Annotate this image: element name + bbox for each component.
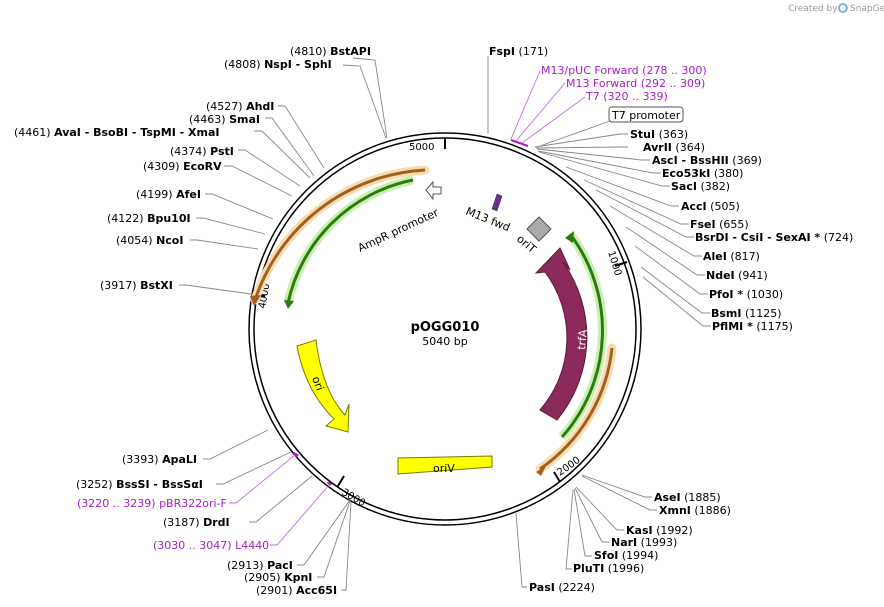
site-label: (4461) AvaI - BsoBI - TspMI - XmaI bbox=[14, 126, 220, 139]
orit-shape bbox=[526, 216, 552, 242]
trfa-label: trfA bbox=[575, 328, 590, 350]
site-label: (3187) DrdI bbox=[163, 516, 230, 529]
green-halo-left bbox=[283, 175, 414, 304]
site-label: AleI (817) bbox=[703, 250, 760, 263]
plasmid-name: pOGG010 bbox=[411, 320, 480, 335]
connector-lines bbox=[179, 56, 711, 591]
m13-fwd-label: M13 fwd bbox=[464, 205, 512, 235]
ori-arrow bbox=[296, 339, 350, 433]
site-label: (4054) NcoI bbox=[116, 234, 183, 247]
tick-label-5000: 5000 bbox=[409, 142, 434, 153]
site-label: AccI (505) bbox=[681, 200, 740, 213]
site-label: (4199) AfeI bbox=[136, 188, 201, 201]
site-label: AseI (1885) bbox=[654, 491, 721, 504]
primer-mark-pbr bbox=[292, 451, 299, 458]
site-label: (4374) PstI bbox=[170, 145, 234, 158]
m13-fwd-arrow bbox=[491, 193, 503, 212]
oriv-shape bbox=[397, 455, 493, 475]
ampr-region: AmpR promoter bbox=[250, 165, 442, 309]
site-label: (2913) PacI bbox=[227, 559, 293, 572]
site-label: NdeI (941) bbox=[706, 269, 768, 282]
site-label: NarI (1993) bbox=[611, 536, 677, 549]
site-label: (4527) AhdI bbox=[206, 100, 274, 113]
ampr-arc bbox=[253, 168, 426, 301]
site-label: (4309) EcoRV bbox=[143, 160, 222, 173]
green-arrowhead-left bbox=[284, 300, 294, 309]
credit-text: Created by bbox=[788, 4, 838, 14]
green-arc-left bbox=[286, 178, 414, 304]
site-label: FseI (655) bbox=[690, 218, 749, 231]
site-labels-left: (4810) BstAPI (4808) NspI - SphI (4527) … bbox=[14, 45, 371, 597]
tick-3000 bbox=[337, 475, 345, 487]
site-label: SfoI (1994) bbox=[594, 549, 658, 562]
tick-2000 bbox=[553, 471, 561, 483]
primer-label: (3220 .. 3239) pBR322ori-F bbox=[77, 497, 227, 510]
site-label: AvrII (364) bbox=[643, 141, 705, 154]
bottom-features: oriV ori bbox=[296, 339, 493, 475]
site-label: BsmI (1125) bbox=[711, 307, 782, 320]
site-label: (2901) Acc65I bbox=[256, 584, 337, 597]
primer-label: (3030 .. 3047) L4440 bbox=[153, 539, 269, 552]
site-label: Eco53kI (380) bbox=[662, 167, 743, 180]
backbone-outer bbox=[248, 132, 642, 526]
ampr-arrowhead bbox=[250, 295, 261, 306]
trfa-arrow bbox=[534, 247, 588, 421]
site-label: (4122) Bpu10I bbox=[107, 212, 191, 225]
site-label: SacI (382) bbox=[671, 180, 730, 193]
site-label: (4463) SmaI bbox=[189, 113, 260, 126]
orange-arc-right bbox=[539, 347, 614, 471]
t7-promoter-box bbox=[608, 106, 684, 123]
site-label: (4810) BstAPI bbox=[290, 45, 371, 58]
ampr-promoter-label: AmpR promoter bbox=[356, 206, 441, 255]
tick-1000 bbox=[614, 261, 628, 267]
credit-brand: SnapGene bbox=[850, 4, 884, 14]
site-label: PasI (2224) bbox=[529, 581, 595, 594]
primer-mark-top bbox=[510, 139, 529, 147]
ori-label: ori bbox=[309, 375, 326, 393]
site-label: PluTI (1996) bbox=[573, 562, 644, 575]
site-label: StuI (363) bbox=[630, 128, 688, 141]
site-label: (2905) KpnI bbox=[244, 571, 312, 584]
primer-marks bbox=[292, 139, 529, 487]
t7-promoter-label: T7 promoter bbox=[611, 109, 681, 122]
plasmid-length: 5040 bp bbox=[422, 335, 467, 348]
green-arc-right bbox=[560, 233, 604, 438]
site-label: BsrDI - CsiI - SexAI * (724) bbox=[695, 231, 853, 244]
site-label: FspI (171) bbox=[489, 45, 548, 58]
primer-label: M13 Forward (292 .. 309) bbox=[566, 77, 705, 90]
primer-label: M13/pUC Forward (278 .. 300) bbox=[541, 64, 707, 77]
site-label: XmnI (1886) bbox=[659, 504, 731, 517]
snapgene-logo-icon bbox=[838, 3, 848, 13]
oriv-label: oriV bbox=[433, 462, 455, 475]
ampr-promoter-arrow bbox=[425, 180, 442, 201]
site-label: (3252) BssSI - BssSαI bbox=[76, 478, 203, 491]
site-label: PflMI * (1175) bbox=[712, 320, 793, 333]
right-features: M13 fwd oriT trfA bbox=[464, 193, 617, 476]
credit: Created by SnapGene bbox=[788, 3, 884, 14]
green-arrowhead-right bbox=[565, 231, 574, 243]
site-label: KasI (1992) bbox=[626, 524, 693, 537]
center-label: pOGG010 5040 bp bbox=[411, 320, 480, 348]
site-label: AscI - BssHII (369) bbox=[652, 154, 762, 167]
tick-label-3000: 3000 bbox=[340, 487, 368, 509]
site-label: PfoI * (1030) bbox=[709, 288, 783, 301]
site-labels-right: FspI (171) M13/pUC Forward (278 .. 300) … bbox=[489, 45, 853, 594]
orange-arrowhead-right bbox=[536, 466, 546, 476]
site-label: (3917) BstXI bbox=[100, 279, 173, 292]
site-label: (4808) NspI - SphI bbox=[224, 58, 332, 71]
primer-label: T7 (320 .. 339) bbox=[585, 90, 668, 103]
site-label: (3393) ApaLI bbox=[122, 453, 197, 466]
primer-mark-l4440 bbox=[326, 480, 333, 487]
